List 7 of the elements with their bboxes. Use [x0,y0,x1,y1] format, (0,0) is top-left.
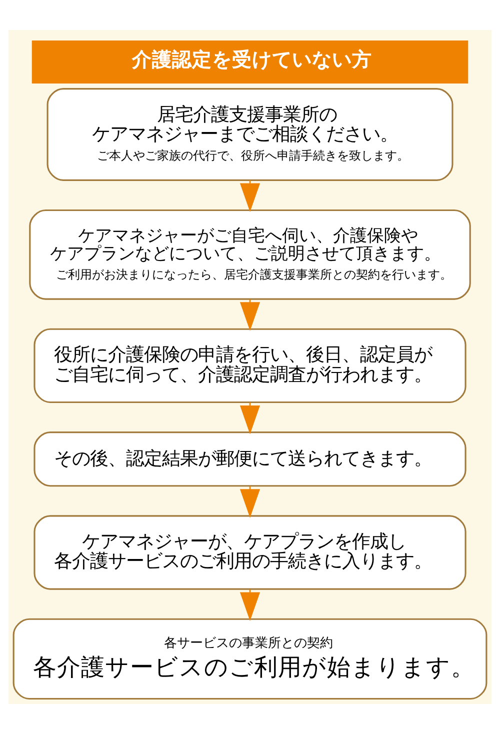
node-box: ケアマネジャーがご自宅へ伺い、介護保険やケアプランなどについて、ご説明させて頂きます。 ご利用がお決まりになったら、居宅介護支援事業所との契約を行います。 [29,209,471,300]
diagram-title: 介護認定を受けていない方 [132,48,372,71]
node-box: 役所に介護保険の申請を行い、後日、認定員がご自宅に伺って、介護認定調査が行われます。 [34,328,466,404]
node-box: 居宅介護支援事業所のケアマネジャーまでご相談ください。 ご本人やご家族の代行で、役所へ申請手続きを致します。 [46,88,454,181]
node-box: その後、認定結果が郵便にて送られてきます。 [34,432,466,487]
node-box: ケアマネジャーが、ケアプランを作成し各介護サービスのご利用の手続きに入ります。 [34,515,466,590]
node-box: 各サービスの事業所との契約 各介護サービスのご利用が始まります。 [12,618,488,700]
